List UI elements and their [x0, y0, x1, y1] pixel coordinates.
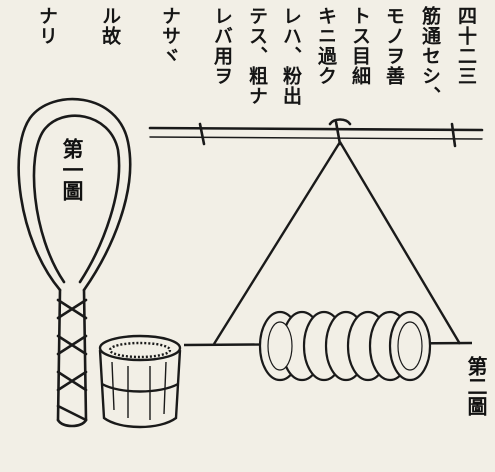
text-column-11: ナリ: [36, 6, 58, 46]
text-column-4: トス目細: [349, 6, 371, 86]
text-column-10: ル故: [99, 6, 121, 46]
text-column-8: レバ用ヲ: [211, 6, 233, 86]
text-column-5: キニ過ク: [315, 6, 337, 86]
drying-pole-drawing: [148, 118, 484, 148]
figure-1-label: 第一圖: [60, 138, 85, 201]
sieve-frame-drawing: [17, 97, 132, 428]
figure-2-label: 第二圖: [464, 356, 488, 416]
text-column-3: モノヲ善: [383, 6, 405, 86]
text-column-6: レハ、粉出: [280, 6, 302, 106]
bamboo-tube-drawing: [98, 334, 182, 429]
text-column-2: 筋通セシ、: [419, 6, 441, 106]
text-column-9: ナサヾ: [159, 6, 181, 66]
noodle-bundle-drawing: [258, 310, 432, 382]
text-column-7: テス、粗ナ: [246, 6, 268, 106]
text-column-1: 四十二三: [455, 6, 477, 86]
